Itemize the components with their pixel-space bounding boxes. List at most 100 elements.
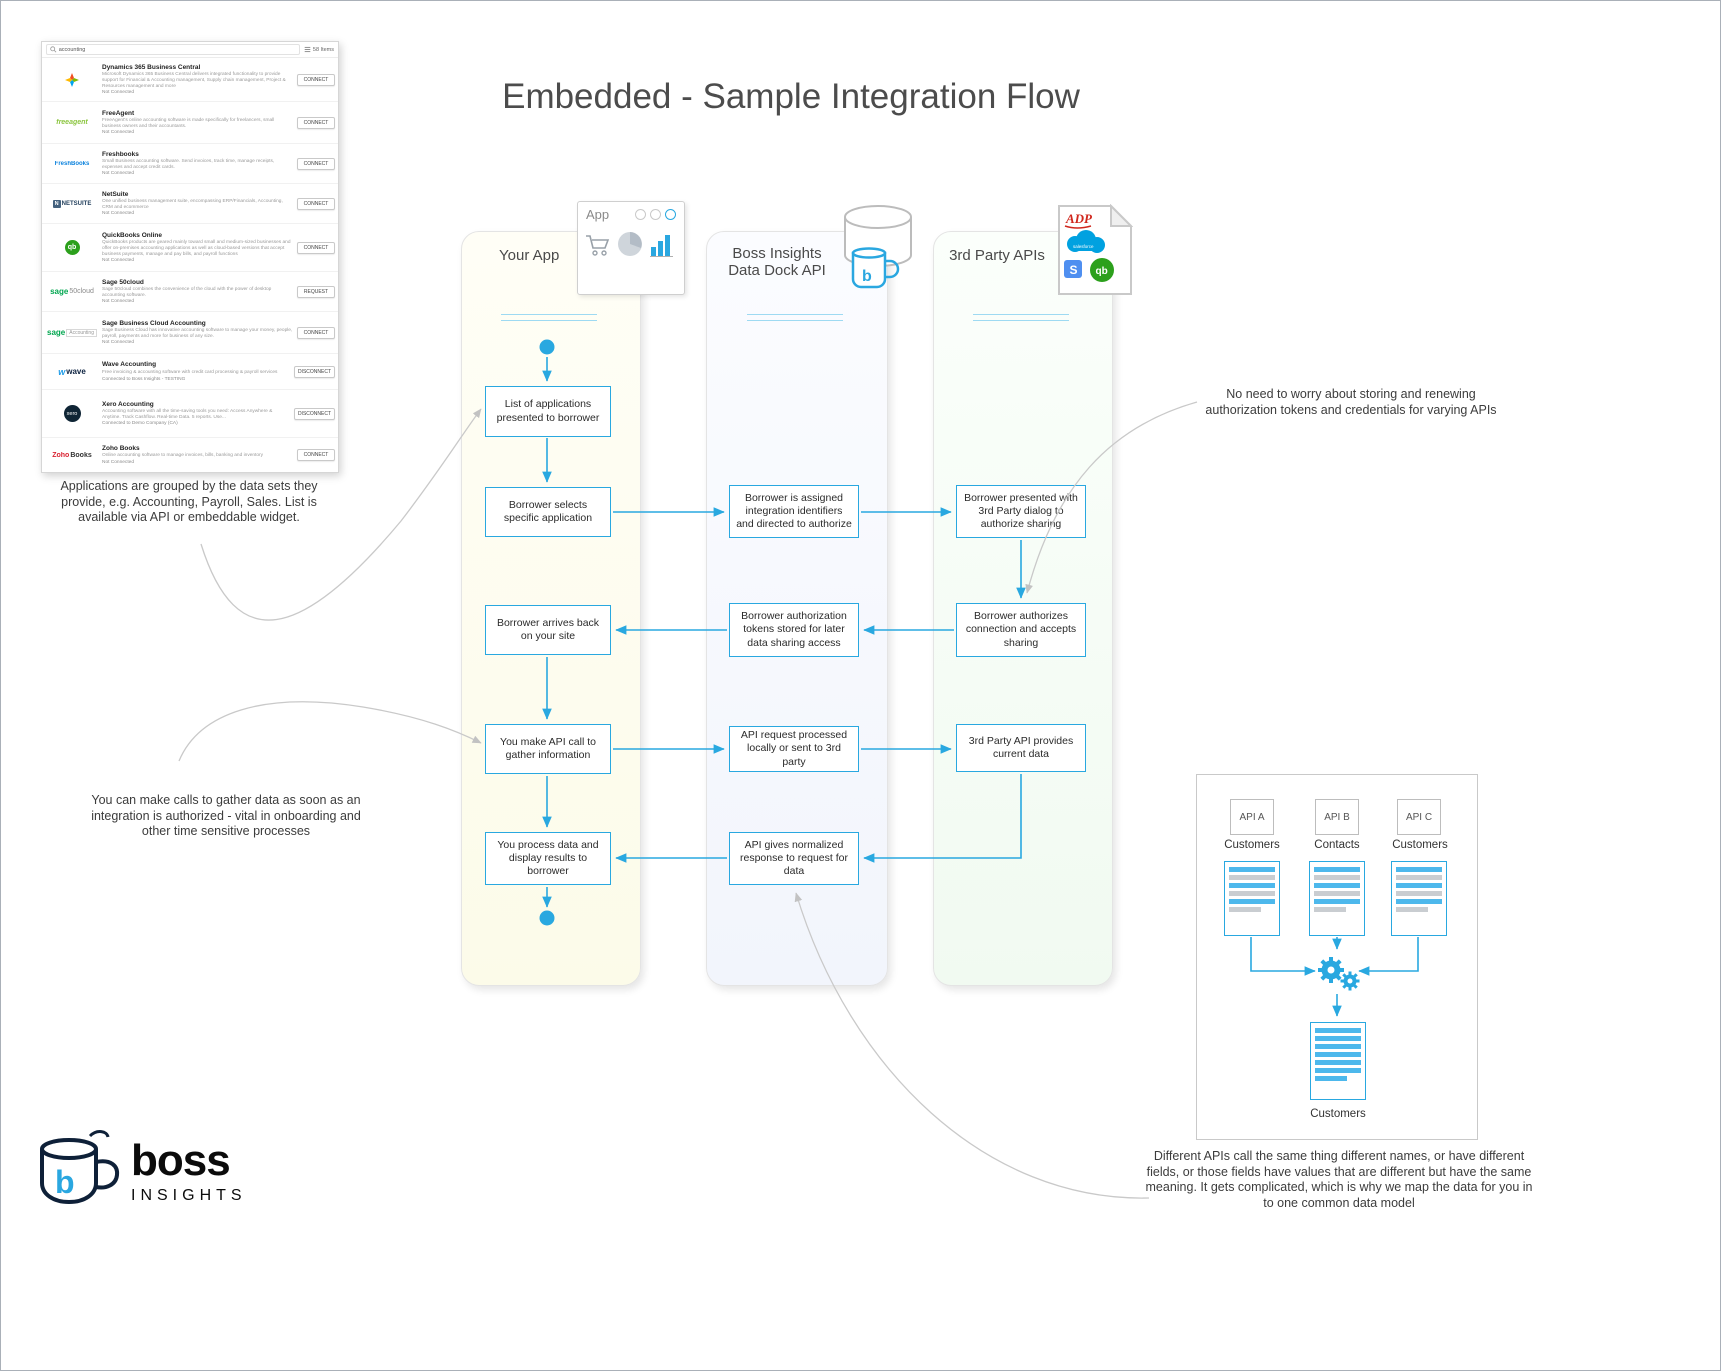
flow-box-request-processed: API request processed locally or sent to… [729,726,859,772]
app-row: qb QuickBooks Online QuickBooks products… [42,224,338,272]
app-status: Not Connected [102,130,134,136]
flow-box-select-application: Borrower selects specific application [485,487,611,537]
quickbooks-logo: qb [45,240,99,255]
api-entity-label: Customers [1224,839,1280,851]
app-status: Not Connected [102,299,134,305]
lane-rule [747,314,843,321]
disconnect-button[interactable]: DISCONNECT [293,365,335,378]
app-description: Accounting software with all the time-sa… [102,409,273,420]
app-row: N NETSUITE NetSuite One unified business… [42,184,338,224]
app-name: Freshbooks [102,150,139,158]
api-a-box: API A [1230,799,1274,835]
app-row: sage Accounting Sage Business Cloud Acco… [42,312,338,354]
app-row: freeagent FreeAgent FreeAgent's online a… [42,102,338,144]
app-name: Sage 50cloud [102,278,144,286]
svg-text:b: b [55,1164,75,1200]
request-button[interactable]: REQUEST [297,285,335,298]
app-window-icon: App [577,201,685,295]
app-name: NetSuite [102,190,129,198]
mug-icon: b [851,247,900,289]
connect-button[interactable]: CONNECT [297,449,335,461]
annotation-widget-note: Applications are grouped by the data set… [60,479,318,525]
cart-icon [586,235,610,256]
3rd-party-apis-document-icon: ADP salesforce S qb [1057,203,1134,301]
search-box[interactable] [46,44,300,55]
disconnect-button[interactable]: DISCONNECT [293,407,335,420]
flow-box-arrive-back: Borrower arrives back on your site [485,605,611,655]
app-status: Not Connected [102,90,134,96]
app-row: w wave Wave Accounting Free invoicing & … [42,354,338,390]
flow-box-3p-authorize: Borrower authorizes connection and accep… [956,603,1086,657]
lane-title-boss: Boss Insights Data Dock API [728,245,826,279]
app-name: Dynamics 365 Business Central [102,63,201,71]
flow-box-api-call: You make API call to gather information [485,724,611,774]
flow-box-list-applications: List of applications presented to borrow… [485,386,611,437]
app-row: FreshBooks Freshbooks Small Business acc… [42,144,338,184]
salesforce-logo: salesforce [1067,230,1105,253]
window-dots-icon [635,209,676,220]
annotation-calls-note: You can make calls to gather data as soo… [91,793,361,839]
stripe-logo: S [1064,260,1082,278]
connect-button[interactable]: CONNECT [297,197,335,210]
app-row: Zoho Books Zoho Books Online accounting … [42,438,338,472]
adp-swoosh [1064,225,1092,229]
lane-rule [973,314,1069,321]
data-mapping-diagram: API A API B API C Customers Contacts Cus… [1196,774,1478,1140]
search-input[interactable] [58,46,296,53]
annotation-mapping-note: Different APIs call the same thing diffe… [1145,1149,1533,1210]
app-status: Not Connected [102,340,134,346]
source-doc-icon [1309,861,1365,936]
app-description: One unified business management suite, e… [102,199,283,210]
connect-button[interactable]: CONNECT [297,241,335,254]
flow-box-3p-provides-data: 3rd Party API provides current data [956,724,1086,772]
boss-insights-logo: b boss INSIGHTS [29,1129,247,1221]
freeagent-logo: freeagent [56,119,88,126]
svg-text:qb: qb [1096,266,1108,277]
connect-button[interactable]: CONNECT [297,116,335,129]
app-status: Connected to Demo Company (CA) [102,421,178,427]
items-count-label: 58 Items [312,46,334,53]
connect-button[interactable]: CONNECT [297,73,335,86]
app-description: Sage 50cloud combines the convenience of… [102,287,272,298]
bar-chart-icon [650,235,673,257]
widget-toolbar: 58 Items [42,42,338,58]
app-row: xero Xero Accounting Accounting software… [42,390,338,438]
brand-tagline: INSIGHTS [131,1187,247,1204]
app-description: Microsoft Dynamics 365 Business Central … [102,72,286,89]
wave-logo: w wave [58,366,86,377]
app-description: Free invoicing & accounting software wit… [102,369,278,375]
sage-business-cloud-logo: sage Accounting [45,328,99,337]
dynamics-pinwheel-icon [65,72,79,87]
app-status: Connected to Boss Insights - TESTING [102,376,186,382]
connect-button[interactable]: CONNECT [297,157,335,170]
app-description: QuickBooks products are geared mainly to… [102,240,291,257]
boss-mug-icon: b [40,1130,120,1205]
api-b-box: API B [1315,799,1359,835]
app-name: Zoho Books [102,444,140,452]
app-description: Online accounting software to manage inv… [102,453,264,459]
app-description: Small Business accounting software. Send… [102,159,275,170]
result-label: Customers [1310,1108,1366,1120]
quickbooks-logo: qb [1090,258,1114,282]
svg-text:salesforce: salesforce [1073,244,1094,249]
result-doc-icon [1310,1022,1366,1100]
api-entity-label: Customers [1392,839,1448,851]
app-name: Sage Business Cloud Accounting [102,319,206,327]
list-icon [304,46,311,53]
svg-text:b: b [862,268,872,285]
database-icon: b [839,203,917,300]
zoho-books-logo: Zoho Books [52,451,92,459]
app-name: QuickBooks Online [102,231,162,239]
app-row: Dynamics 365 Business Central Microsoft … [42,58,338,102]
app-description: Sage Business Cloud has innovative accou… [102,328,293,339]
connect-button[interactable]: CONNECT [297,326,335,339]
page-title: Embedded - Sample Integration Flow [502,77,1080,116]
app-description: FreeAgent's online accounting software i… [102,118,275,129]
app-status: Not Connected [102,460,134,466]
flow-box-3p-dialog: Borrower presented with 3rd Party dialog… [956,485,1086,538]
api-entity-label: Contacts [1314,839,1360,851]
app-status: Not Connected [102,258,134,264]
flow-box-normalized-response: API gives normalized response to request… [729,832,859,885]
dynamics-365-logo [45,72,99,87]
source-doc-icon [1391,861,1447,936]
